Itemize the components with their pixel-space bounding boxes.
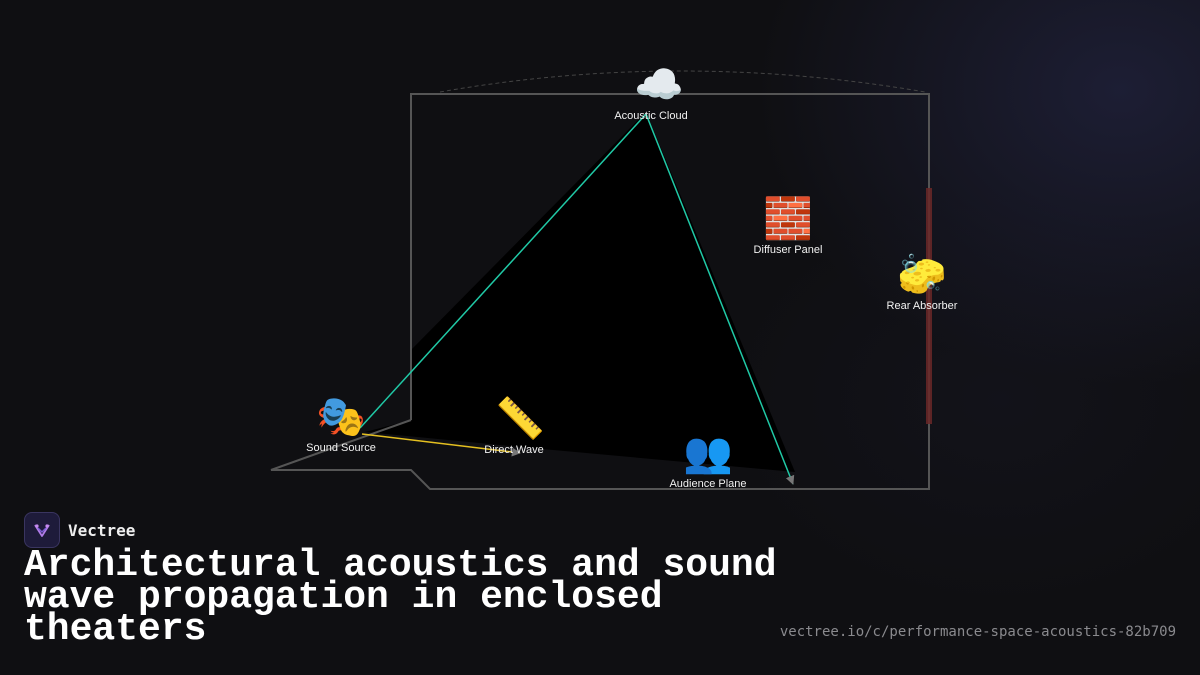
direct-wave-label: Direct Wave [484,444,544,456]
reflection-path-down [645,113,795,485]
diffuser-panel-node: 🧱 Diffuser Panel [754,196,823,256]
rear-absorber-label: Rear Absorber [886,300,958,312]
diffuser-panel-label: Diffuser Panel [753,244,823,256]
page-title: Architectural acoustics and sound wave p… [24,544,777,651]
cloud-icon: ☁️ [634,62,684,108]
direct-wave-node: 📏 Direct Wave [484,396,545,456]
ruler-icon: 📏 [495,396,545,442]
sound-source-node: 🎭 Sound Source [306,394,376,454]
source-url: vectree.io/c/performance-space-acoustics… [779,624,1176,640]
acoustic-cloud-node: ☁️ Acoustic Cloud [614,62,687,122]
people-icon: 👥 [683,430,733,476]
brand: Vectree [24,512,135,548]
audience-plane-node: 👥 Audience Plane [669,430,746,490]
brick-wall-icon: 🧱 [763,196,813,242]
sound-source-label: Sound Source [306,442,376,454]
direct-path [361,433,521,457]
acoustic-cloud-label: Acoustic Cloud [614,110,688,122]
vectree-logo-icon [24,512,60,548]
audience-plane-label: Audience Plane [669,478,747,490]
absorber-strip [926,188,932,424]
reflection-zone [365,112,795,472]
reflection-path-up [359,113,647,429]
sponge-icon: 🧽 [897,252,947,298]
theater-masks-icon: 🎭 [316,394,366,440]
brand-name: Vectree [68,520,136,540]
room-outline [270,93,930,490]
ceiling-arc [439,70,926,93]
rear-absorber-node: 🧽 Rear Absorber [887,252,958,312]
